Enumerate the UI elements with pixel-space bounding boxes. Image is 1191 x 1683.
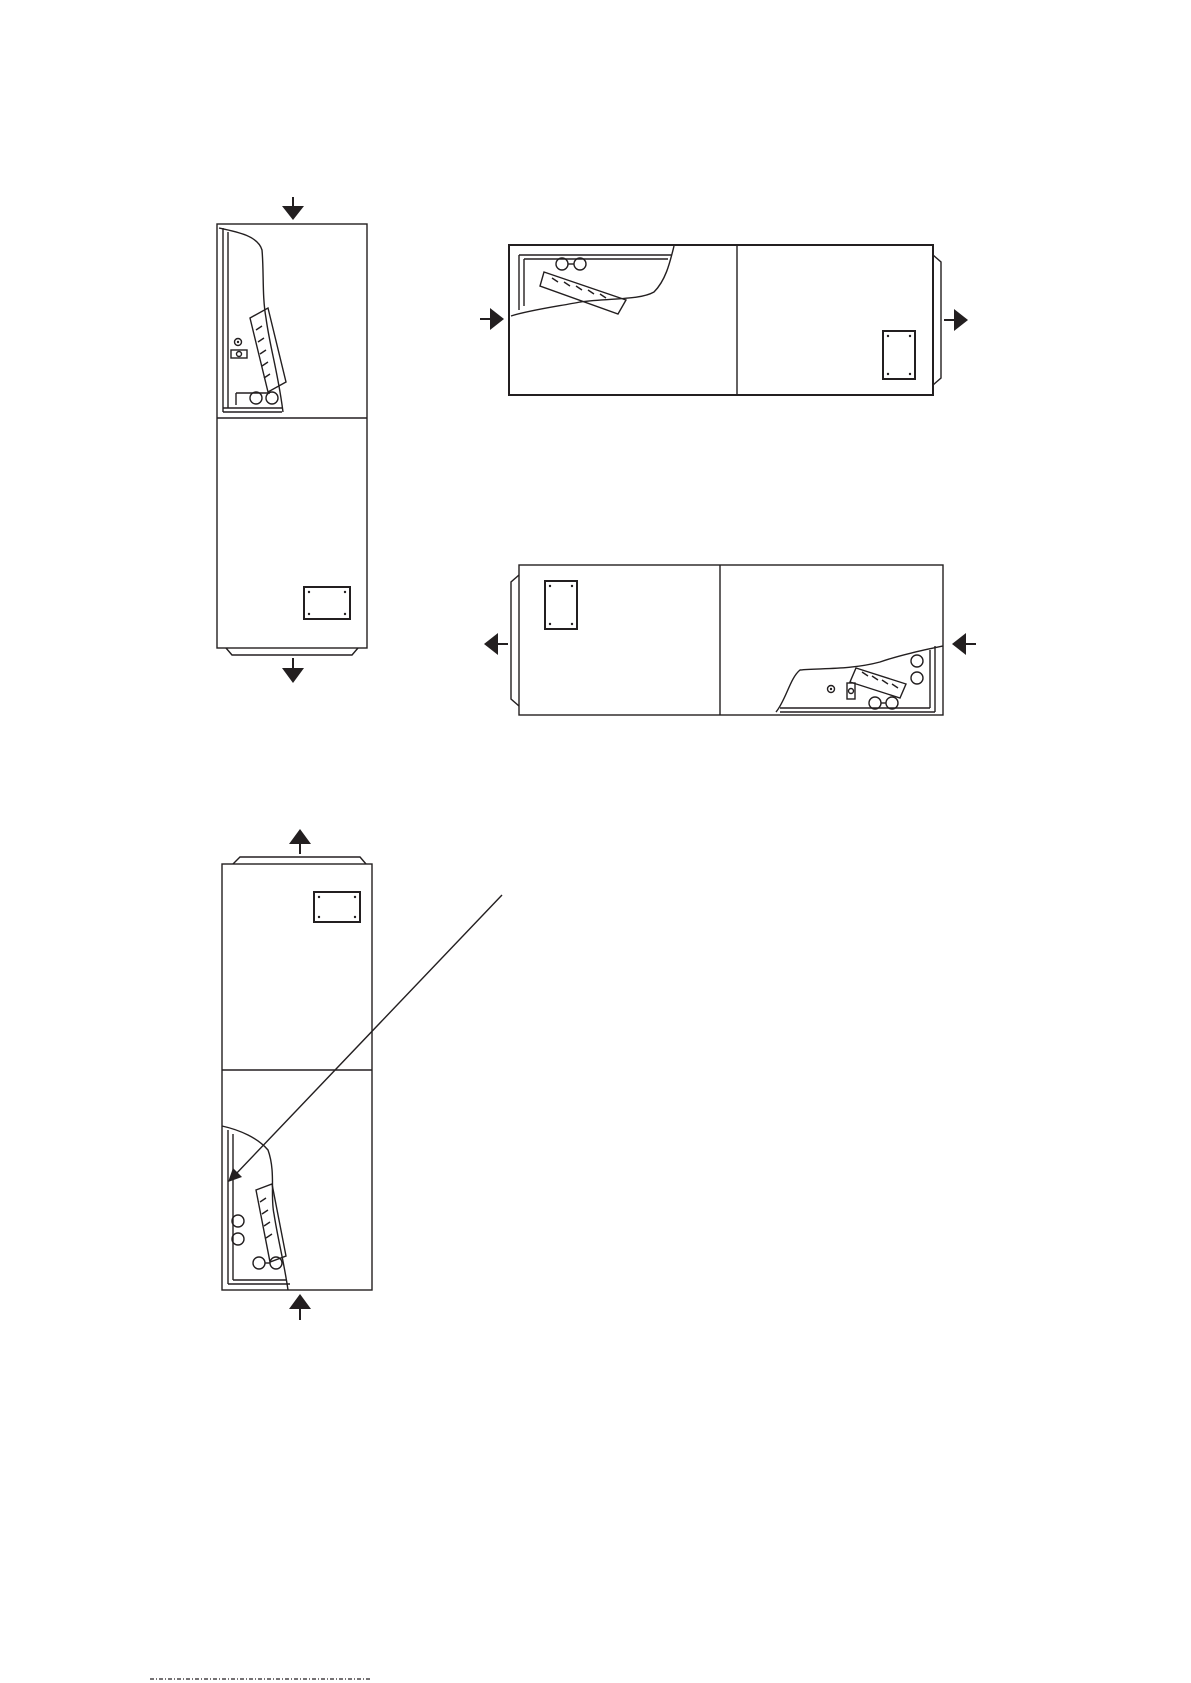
airflow-out-arrow-icon: [484, 633, 508, 655]
cabinet-outline: [519, 565, 943, 715]
view-horizontal-left-unit: [484, 565, 976, 715]
cutaway-coil-icon: [776, 646, 943, 712]
view-downflow-unit: [217, 197, 367, 683]
callout-leader-arrow-icon: [228, 895, 502, 1182]
access-panel: [883, 331, 915, 379]
view-horizontal-right-unit: [480, 245, 968, 395]
outlet-flange: [233, 857, 366, 864]
airflow-in-arrow-icon: [480, 308, 504, 330]
cutaway-coil-icon: [222, 1126, 290, 1290]
access-panel: [545, 581, 577, 629]
view-upflow-unit: [222, 829, 502, 1320]
outlet-flange: [226, 648, 358, 655]
cutaway-coil-icon: [511, 246, 674, 316]
airflow-out-arrow-icon: [944, 309, 968, 331]
access-panel: [304, 587, 350, 619]
cabinet-outline: [509, 245, 933, 395]
airflow-in-arrow-icon: [289, 1294, 311, 1320]
outlet-flange: [511, 575, 519, 706]
airflow-out-arrow-icon: [282, 658, 304, 683]
cabinet-outline: [222, 864, 372, 1290]
airflow-in-arrow-icon: [282, 197, 304, 220]
airflow-out-arrow-icon: [289, 829, 311, 854]
airflow-in-arrow-icon: [952, 633, 976, 655]
cutaway-coil-icon: [219, 228, 286, 412]
cabinet-outline: [217, 224, 367, 648]
outlet-flange: [933, 255, 941, 385]
access-panel: [314, 892, 360, 922]
